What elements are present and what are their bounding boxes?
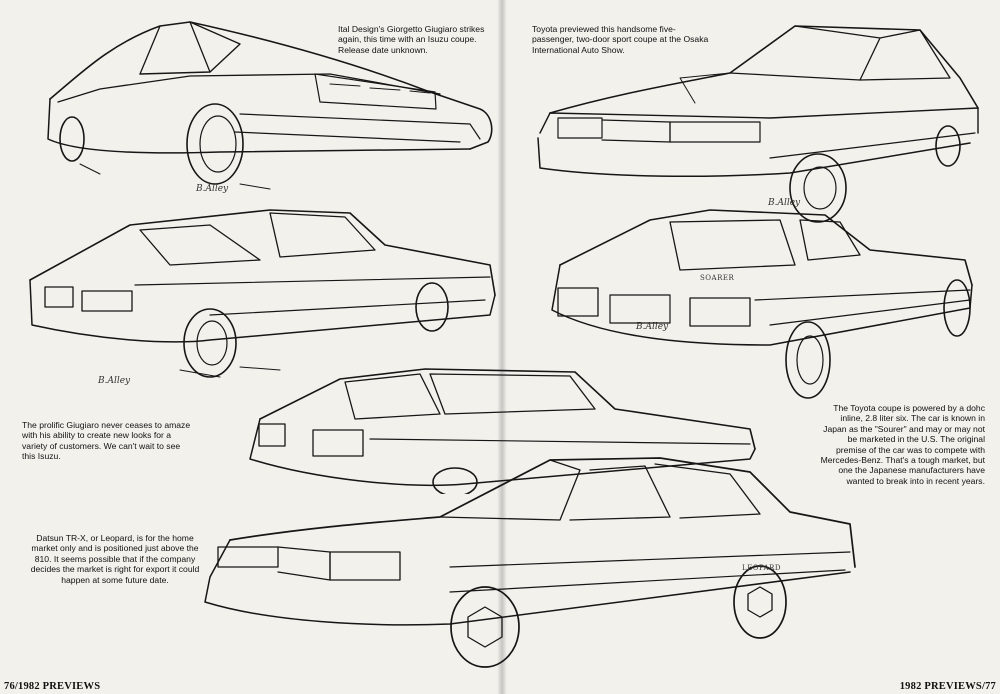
- isuzu-rear-signature: B.Alley: [98, 376, 131, 386]
- left-page-folio: 76/1982 PREVIEWS: [4, 681, 101, 692]
- datsun-side-badge: LEOPARD: [742, 564, 782, 572]
- datsun-leopard-front-sketch: [204, 457, 856, 668]
- isuzu-front-signature: B.Alley: [196, 184, 229, 194]
- toyota-intro-caption: Toyota previewed this handsome five-pass…: [532, 24, 709, 55]
- toyota-badge: SOARER: [700, 274, 735, 282]
- page-gutter: [497, 0, 507, 694]
- toyota-coupe-rear-sketch: [551, 209, 973, 399]
- isuzu-coupe-rear-sketch: [29, 209, 496, 378]
- right-page-folio: 1982 PREVIEWS/77: [899, 681, 996, 692]
- datsun-leopard-caption: Datsun TR-X, or Leopard, is for the home…: [30, 533, 200, 585]
- isuzu-intro-caption: Ital Design's Giorgetto Giugiaro strikes…: [338, 24, 485, 55]
- toyota-rear-signature: B.Alley: [636, 322, 669, 332]
- giugiaro-praise-caption: The prolific Giugiaro never ceases to am…: [22, 420, 191, 462]
- toyota-coupe-front-sketch: [537, 25, 979, 223]
- datsun-leopard-rear-sketch: [249, 368, 756, 494]
- toyota-front-signature: B.Alley: [768, 198, 801, 208]
- isuzu-coupe-front-sketch: [47, 21, 493, 190]
- toyota-details-caption: The Toyota coupe is powered by a dohc in…: [820, 403, 985, 486]
